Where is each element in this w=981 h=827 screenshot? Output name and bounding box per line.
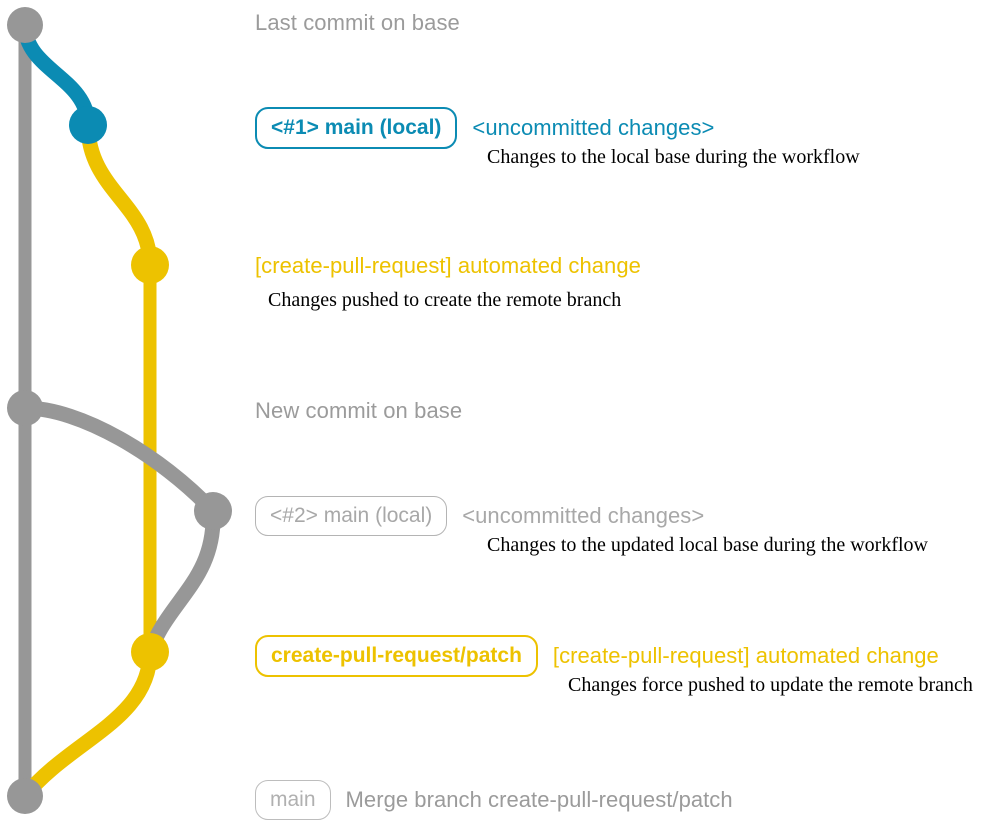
commit-description-local-main-1: Changes to the local base during the wor… [487, 146, 860, 168]
commit-node-last-commit-on-base[interactable] [7, 7, 43, 43]
commit-subject-local-main-1: <uncommitted changes> [472, 115, 715, 140]
commit-subject-local-main-2: <uncommitted changes> [462, 503, 705, 528]
commit-row-local-main-2: <#2> main (local) <uncommitted changes> [255, 496, 704, 536]
commit-node-new-commit-on-base[interactable] [7, 390, 43, 426]
gray-branch-to-local-2 [17, 400, 221, 519]
commit-subject-automated-change-1: [create-pull-request] automated change [255, 253, 641, 278]
commit-node-automated-change-2[interactable] [131, 633, 169, 671]
commit-node-automated-change-1[interactable] [131, 246, 169, 284]
commit-row-local-main-1: <#1> main (local) <uncommitted changes> [255, 107, 714, 149]
branch-badge-create-pull-request-patch[interactable]: create-pull-request/patch [255, 635, 538, 677]
commit-subject-automated-change-2: [create-pull-request] automated change [552, 643, 939, 668]
commit-description-automated-change-2: Changes force pushed to update the remot… [568, 674, 973, 696]
commit-node-merge-main[interactable] [7, 778, 43, 814]
commit-node-local-main-1[interactable] [69, 106, 107, 144]
branch-badge-local-main-1[interactable]: <#1> main (local) [255, 107, 458, 149]
commit-row-last-commit-on-base: Last commit on base [255, 10, 460, 36]
yellow-branch-from-local-1 [80, 117, 158, 273]
commit-subject-last-commit-on-base: Last commit on base [255, 10, 460, 35]
branch-badge-local-main-2[interactable]: <#2> main (local) [255, 496, 448, 536]
yellow-merge-into-base [17, 644, 158, 804]
commit-node-local-main-2[interactable] [194, 492, 232, 530]
commit-row-new-commit-on-base: New commit on base [255, 398, 462, 424]
blue-branch-from-base [17, 17, 96, 133]
commit-row-automated-change-1: [create-pull-request] automated change [255, 253, 641, 279]
commit-row-automated-change-2: create-pull-request/patch [create-pull-r… [255, 635, 939, 677]
commit-description-local-main-2: Changes to the updated local base during… [487, 534, 928, 556]
gray-branch-to-patch [142, 503, 221, 660]
commit-subject-merge-main: Merge branch create-pull-request/patch [345, 787, 733, 812]
commit-row-merge-main: main Merge branch create-pull-request/pa… [255, 780, 733, 820]
commit-subject-new-commit-on-base: New commit on base [255, 398, 463, 423]
branch-badge-main[interactable]: main [255, 780, 331, 820]
commit-description-automated-change-1: Changes pushed to create the remote bran… [268, 289, 622, 311]
